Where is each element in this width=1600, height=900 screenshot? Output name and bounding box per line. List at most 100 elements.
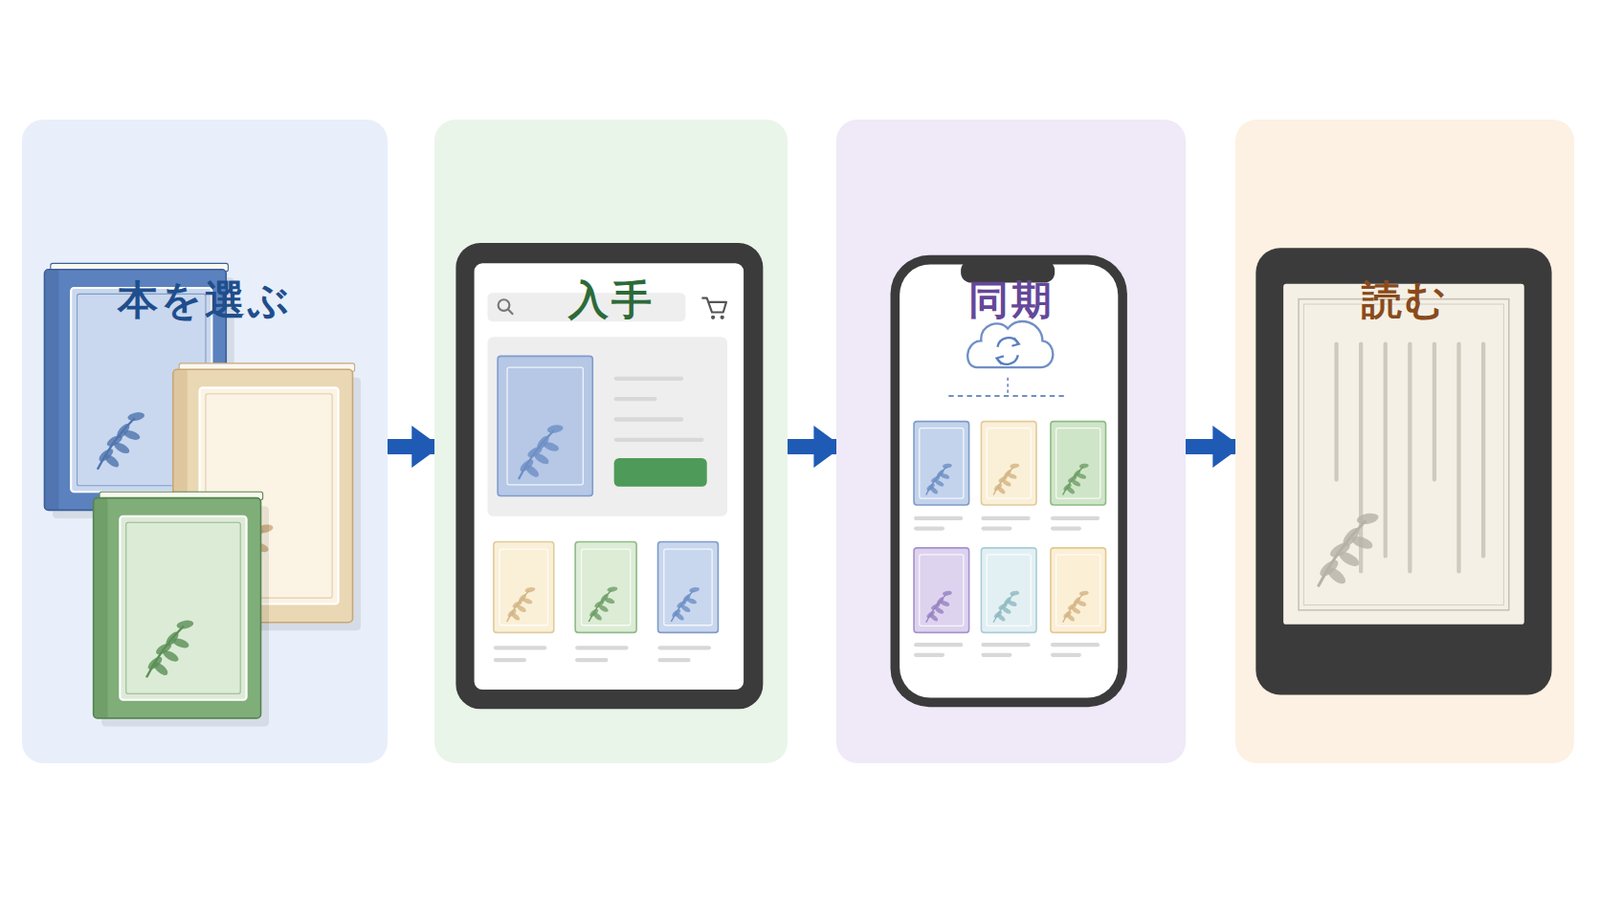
- sprig-leaf: [1076, 472, 1088, 481]
- sprig-leaf: [606, 585, 619, 593]
- sprig-leaf: [686, 597, 698, 605]
- text-column: [1408, 343, 1413, 572]
- sprig-leaf: [523, 463, 541, 480]
- sprig-leaf: [1007, 472, 1019, 481]
- step-illustration: [22, 119, 388, 764]
- search-icon: [508, 309, 513, 314]
- sprig-leaf: [127, 411, 146, 423]
- step-title: 読む: [1235, 119, 1575, 325]
- step-title: 本を選ぶ: [22, 119, 388, 325]
- sprig-leaf: [522, 597, 534, 605]
- sprig-leaf: [939, 472, 951, 481]
- text-line: [493, 645, 547, 650]
- sprig-leaf: [934, 606, 946, 616]
- sprig-leaf: [996, 485, 1007, 495]
- sprig-leaf: [929, 613, 940, 623]
- text-line: [1050, 652, 1082, 657]
- leaf-sprig: [1317, 511, 1380, 587]
- book-cover: [1050, 421, 1107, 505]
- leaf-sprig: [97, 411, 146, 470]
- text-line: [981, 652, 1013, 657]
- sprig-leaf: [542, 440, 561, 453]
- book-cover: [913, 421, 970, 505]
- cover-frame: [919, 427, 964, 498]
- page-frame: [1304, 304, 1505, 606]
- step-panel: 同期: [836, 119, 1186, 764]
- step-panel: 読む: [1235, 119, 1575, 764]
- sprig-leaf: [939, 600, 951, 608]
- sprig-leaf: [161, 648, 181, 665]
- text-line: [1050, 516, 1100, 521]
- ereader-screen: [1283, 283, 1525, 624]
- sprig-leaf: [1001, 606, 1013, 616]
- text-line: [614, 376, 685, 380]
- leaf-sprig: [1063, 463, 1090, 496]
- text-line: [913, 516, 963, 521]
- sprig-leaf: [515, 603, 528, 614]
- sprig-leaf: [1071, 479, 1083, 489]
- text-line: [981, 643, 1031, 647]
- sprig-leaf: [1079, 463, 1090, 469]
- book-spine: [44, 269, 60, 512]
- leaf-sprig: [993, 463, 1021, 496]
- sprig-leaf: [996, 613, 1007, 623]
- sprig-leaf: [546, 423, 564, 435]
- book-cover: [981, 548, 1038, 634]
- text-line: [658, 658, 691, 663]
- sprig-leaf: [942, 590, 954, 597]
- sprig-stem: [588, 590, 612, 623]
- leaf-sprig: [588, 585, 619, 622]
- sprig-leaf: [688, 586, 700, 594]
- sprig-leaf: [1001, 479, 1013, 489]
- sprig-leaf: [1009, 463, 1021, 469]
- book-cover: [497, 355, 593, 496]
- cover-frame: [919, 555, 964, 626]
- sync-icon: [1012, 337, 1020, 347]
- text-line: [614, 437, 705, 442]
- sprig-leaf: [103, 452, 122, 470]
- page-frame: [1298, 298, 1510, 610]
- cloud-icon: [968, 321, 1054, 368]
- text-line: [913, 643, 963, 647]
- book-shadow: [102, 506, 270, 727]
- sprig-stem: [518, 430, 555, 480]
- sprig-stem: [671, 590, 694, 622]
- leaf-sprig: [926, 590, 954, 623]
- step-illustration: [1235, 119, 1575, 764]
- sprig-leaf: [1076, 600, 1088, 608]
- step-title: 同期: [836, 119, 1186, 325]
- text-line: [913, 526, 945, 531]
- text-line: [1050, 643, 1100, 647]
- sprig-leaf: [934, 479, 946, 489]
- text-column: [1383, 343, 1388, 556]
- sprig-leaf: [598, 603, 610, 614]
- sprig-leaf: [674, 611, 686, 623]
- sprig-leaf: [1066, 613, 1077, 623]
- sprig-leaf: [1350, 533, 1375, 552]
- sync-icon: [997, 355, 1004, 365]
- sprig-leaf: [603, 596, 616, 605]
- search-icon: [498, 299, 511, 312]
- sprig-leaf: [1071, 606, 1083, 616]
- text-line: [493, 658, 527, 663]
- sprig-leaf: [1325, 564, 1350, 587]
- book-cover: [1050, 548, 1107, 634]
- sprig-leaf: [1337, 549, 1362, 570]
- leaf-sprig: [146, 619, 195, 678]
- cover-frame: [1056, 555, 1101, 626]
- sprig-stem: [926, 594, 947, 623]
- sprig-leaf: [152, 660, 171, 678]
- text-column: [1334, 343, 1339, 480]
- sprig-leaf: [1007, 600, 1019, 608]
- book-panel: [120, 516, 247, 701]
- leaf-sprig: [926, 463, 954, 496]
- leaf-sprig: [670, 586, 700, 623]
- text-line: [614, 397, 658, 401]
- sprig-leaf: [680, 603, 692, 614]
- text-line: [981, 526, 1013, 531]
- phone-screen: [899, 264, 1118, 698]
- sprig-leaf: [533, 451, 552, 467]
- sprig-stem: [993, 594, 1014, 623]
- text-line: [575, 645, 628, 650]
- step-panel: 本を選ぶ: [22, 119, 388, 764]
